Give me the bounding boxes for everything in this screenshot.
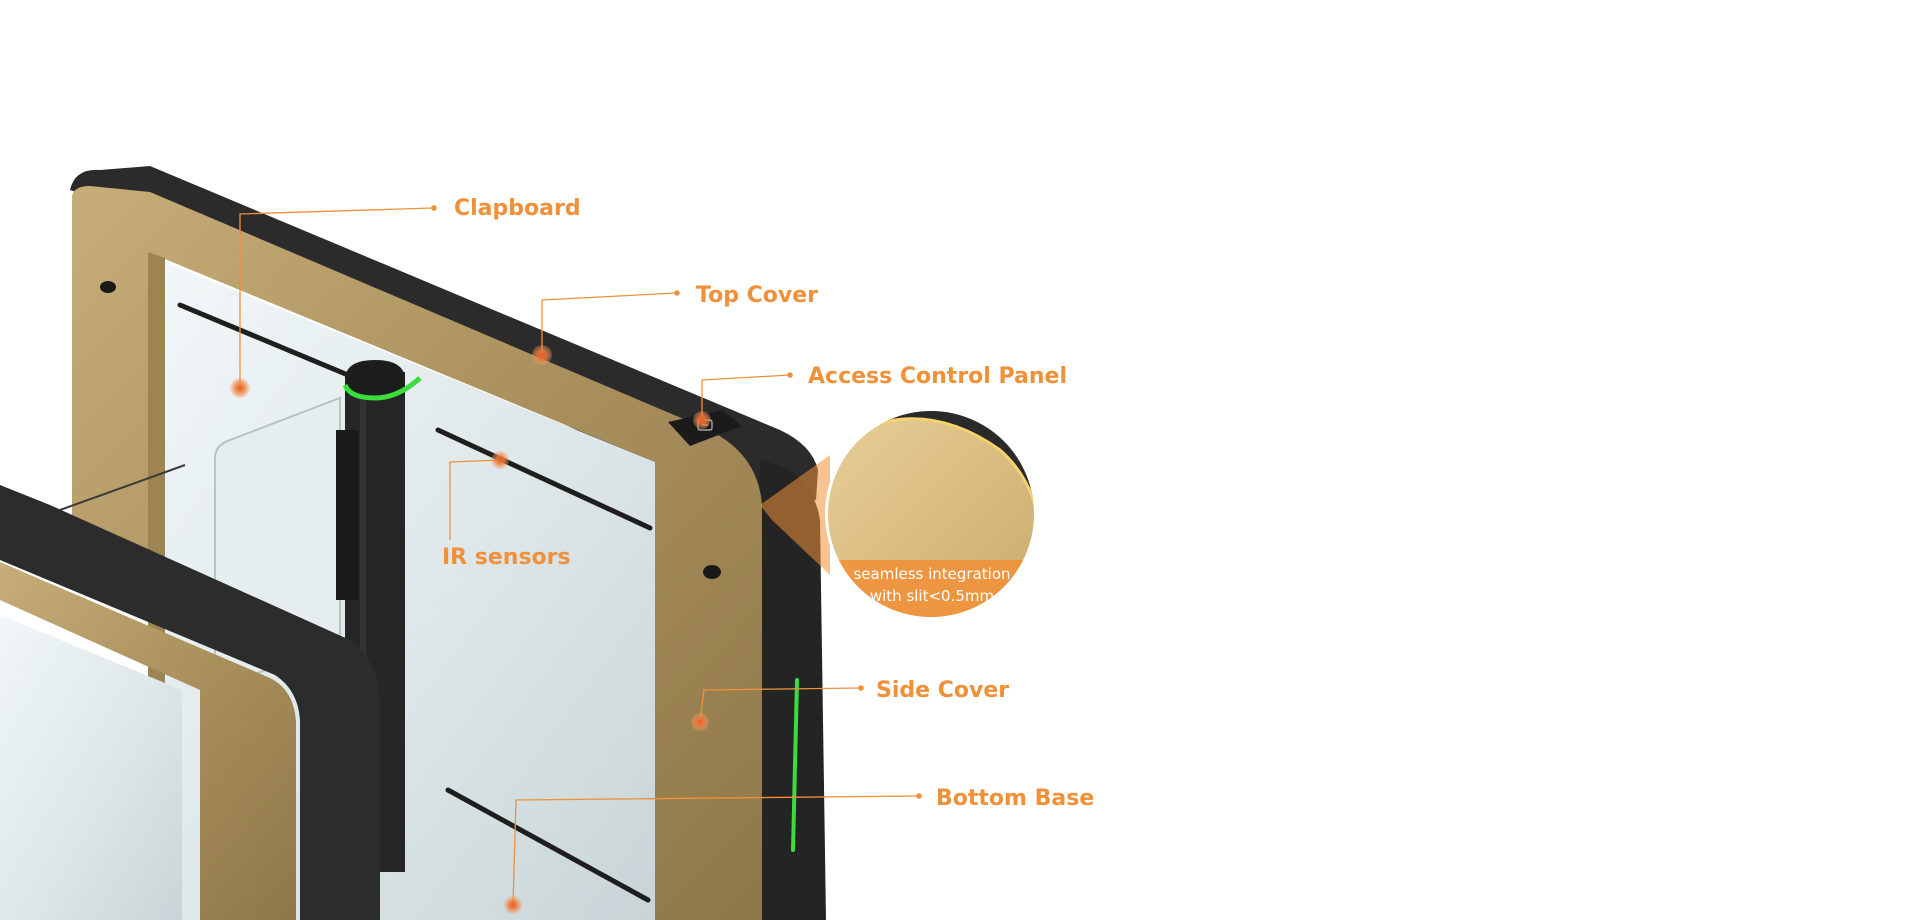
label-top-cover: Top Cover <box>696 283 818 308</box>
callout-top-cover: Top Cover <box>532 283 818 365</box>
side-edge-shape <box>758 460 826 920</box>
label-ir-sensors: IR sensors <box>442 545 571 570</box>
callout-access-control-panel: Access Control Panel <box>693 364 1067 429</box>
callout-ir-sensors: IR sensors <box>442 451 571 570</box>
zoom-text-line1: seamless integration <box>853 565 1010 583</box>
front-glass-panel <box>0 615 182 920</box>
label-side-cover: Side Cover <box>876 678 1009 703</box>
zoom-text-line2: with slit<0.5mm <box>870 587 994 605</box>
callout-bottom-base: Bottom Base <box>504 786 1094 914</box>
turnstile-main-unit <box>70 166 826 920</box>
callout-side-cover: Side Cover <box>691 678 1009 731</box>
turnstile-front-unit <box>0 464 380 920</box>
side-led-strip <box>791 678 799 852</box>
callout-clapboard: Clapboard <box>230 196 581 398</box>
label-access-control-panel: Access Control Panel <box>808 364 1067 389</box>
label-bottom-base: Bottom Base <box>936 786 1094 811</box>
gold-frame <box>72 186 762 920</box>
front-gold-frame <box>0 562 296 920</box>
label-clapboard: Clapboard <box>454 196 581 221</box>
zoom-detail: seamless integration with slit<0.5mm <box>760 408 1037 620</box>
